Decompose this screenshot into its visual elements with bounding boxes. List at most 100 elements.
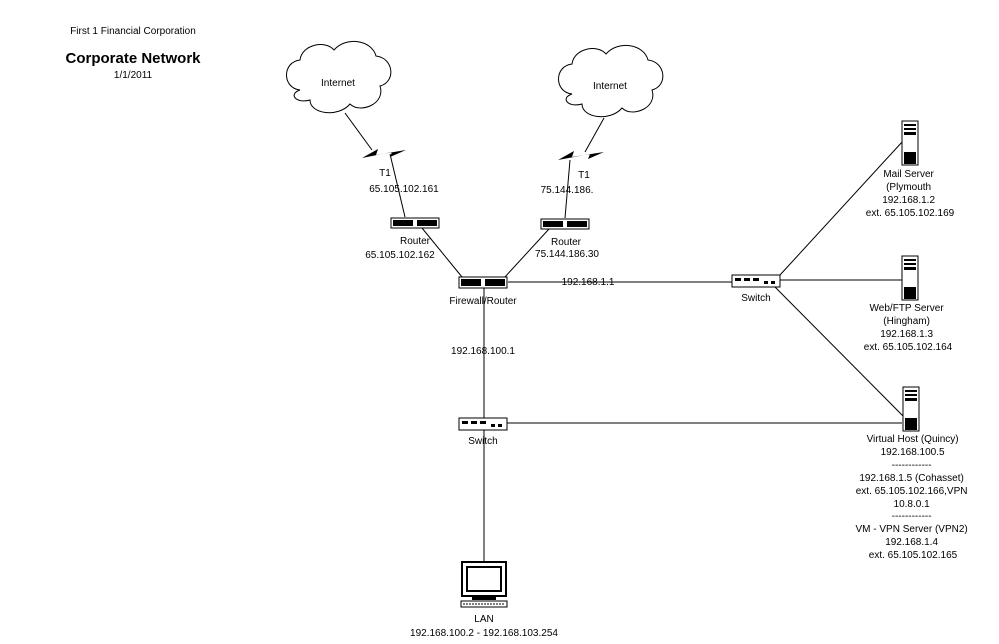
switch-port	[462, 421, 468, 424]
monitor-stand	[472, 596, 496, 600]
t1-label: T1	[578, 170, 590, 181]
web-server-ext-ip: ext. 65.105.102.164	[864, 342, 953, 353]
mail-server-ext-ip: ext. 65.105.102.169	[866, 208, 955, 219]
switch-port	[480, 421, 486, 424]
firewall-panel	[461, 279, 481, 286]
lan-switch: Switch	[458, 417, 508, 447]
link-bolt2-to-router2	[564, 159, 571, 219]
web-ftp-server: Web/FTP Server (Hingham) 192.168.1.3 ext…	[864, 255, 953, 353]
diagram-date: 1/1/2011	[114, 70, 153, 81]
t1-lightning-icon-2: T1 75.144.186.	[541, 151, 604, 196]
dmz-switch: Switch	[731, 274, 781, 304]
switch-port	[735, 278, 741, 281]
server-base	[904, 152, 916, 164]
lightning-icon	[558, 151, 604, 160]
switch-port	[771, 281, 775, 284]
router-ip: 75.144.186.30	[535, 249, 599, 260]
cloud-shape	[286, 41, 392, 114]
diagram-title: Corporate Network	[65, 50, 201, 67]
virtual-host-server: Virtual Host (Quincy) 192.168.100.5 ----…	[855, 386, 970, 561]
firewall-inside-ip: 192.168.1.1	[562, 277, 615, 288]
cloud-label: Internet	[321, 78, 355, 89]
server-base	[905, 418, 917, 430]
mail-server-name: Mail Server	[883, 169, 934, 180]
link-router2-to-firewall	[503, 228, 550, 279]
link-bolt1-to-router1	[389, 153, 406, 218]
link-cloud2-to-bolt2	[584, 117, 605, 153]
server-slot	[904, 128, 916, 130]
vhost-separator: ------------	[892, 460, 932, 471]
web-server-name: Web/FTP Server	[870, 303, 945, 314]
switch-port	[498, 424, 502, 427]
t1-ip: 75.144.186.	[541, 185, 594, 196]
cloud-shape	[558, 45, 664, 118]
vhost-separator: ------------	[892, 511, 932, 522]
t1-label: T1	[379, 168, 391, 179]
router-label: Router	[400, 236, 431, 247]
web-server-location: (Hingham)	[883, 316, 930, 327]
router-panel	[567, 221, 587, 227]
switch-port	[753, 278, 759, 281]
link-dmz-switch-to-mail	[779, 140, 904, 276]
lan-label: LAN	[474, 614, 493, 625]
firewall-lan-ip: 192.168.100.1	[451, 346, 515, 357]
t1-lightning-icon-1: T1 65.105.102.161	[362, 149, 439, 195]
server-slot	[904, 124, 916, 126]
firewall-icon	[458, 276, 508, 289]
vm-cohasset-ip: 192.168.1.5 (Cohasset)	[859, 473, 964, 484]
vhost-ip: 192.168.100.5	[881, 447, 945, 458]
router-1: Router 65.105.102.162	[365, 217, 440, 261]
server-slot	[904, 267, 916, 270]
switch-port	[471, 421, 477, 424]
server-slot	[904, 263, 916, 265]
t1-ip: 65.105.102.161	[369, 184, 439, 195]
switch-label: Switch	[741, 293, 770, 304]
web-server-ip: 192.168.1.3	[880, 329, 933, 340]
vhost-name: Virtual Host (Quincy)	[867, 434, 959, 445]
vm-cohasset-ext-ip: ext. 65.105.102.166,VPN	[856, 486, 968, 497]
mail-server-label: Mail Server (Plymouth 192.168.1.2 ext. 6…	[866, 169, 955, 219]
server-base	[904, 287, 916, 299]
vm-cohasset-vpn-ip: 10.8.0.1	[894, 499, 931, 510]
firewall-label: Firewall/Router	[449, 296, 517, 307]
mail-server-ip: 192.168.1.2	[882, 195, 935, 206]
internet-cloud-2: Internet	[558, 45, 664, 118]
internet-cloud-1: Internet	[286, 41, 392, 114]
cloud-label: Internet	[593, 81, 627, 92]
link-dmz-switch-to-vhost	[774, 286, 906, 419]
server-slot	[905, 398, 917, 401]
server-slot	[904, 132, 916, 135]
switch-port	[491, 424, 495, 427]
vm-vpn2-ext-ip: ext. 65.105.102.165	[869, 550, 958, 561]
company-name: First 1 Financial Corporation	[70, 26, 196, 37]
firewall-panel	[485, 279, 505, 286]
lan-ip-range: 192.168.100.2 - 192.168.103.254	[410, 628, 558, 639]
vhost-label: Virtual Host (Quincy) 192.168.100.5 ----…	[855, 434, 970, 561]
link-cloud1-to-bolt1	[344, 112, 373, 151]
lan-workstation: LAN 192.168.100.2 - 192.168.103.254	[410, 561, 558, 639]
server-slot	[905, 394, 917, 396]
monitor-screen	[466, 566, 502, 592]
router-panel	[393, 220, 413, 226]
router-2: Router 75.144.186.30	[535, 218, 599, 260]
switch-port	[744, 278, 750, 281]
lightning-icon	[362, 149, 406, 158]
router-ip: 65.105.102.162	[365, 250, 435, 261]
switch-label: Switch	[468, 436, 497, 447]
server-slot	[905, 390, 917, 392]
connection-lines	[344, 112, 906, 562]
router-panel	[417, 220, 437, 226]
web-server-label: Web/FTP Server (Hingham) 192.168.1.3 ext…	[864, 303, 953, 353]
firewall-router: Firewall/Router 192.168.1.1 192.168.100.…	[449, 276, 615, 357]
router-label: Router	[551, 237, 582, 248]
link-router1-to-firewall	[421, 227, 463, 278]
server-slot	[904, 259, 916, 261]
mail-server-location: (Plymouth	[886, 182, 931, 193]
router-panel	[543, 221, 563, 227]
router-icon	[540, 218, 590, 230]
mail-server: Mail Server (Plymouth 192.168.1.2 ext. 6…	[866, 120, 955, 219]
router-icon	[390, 217, 440, 229]
switch-port	[764, 281, 768, 284]
vm-vpn2-name: VM - VPN Server (VPN2)	[855, 524, 967, 535]
